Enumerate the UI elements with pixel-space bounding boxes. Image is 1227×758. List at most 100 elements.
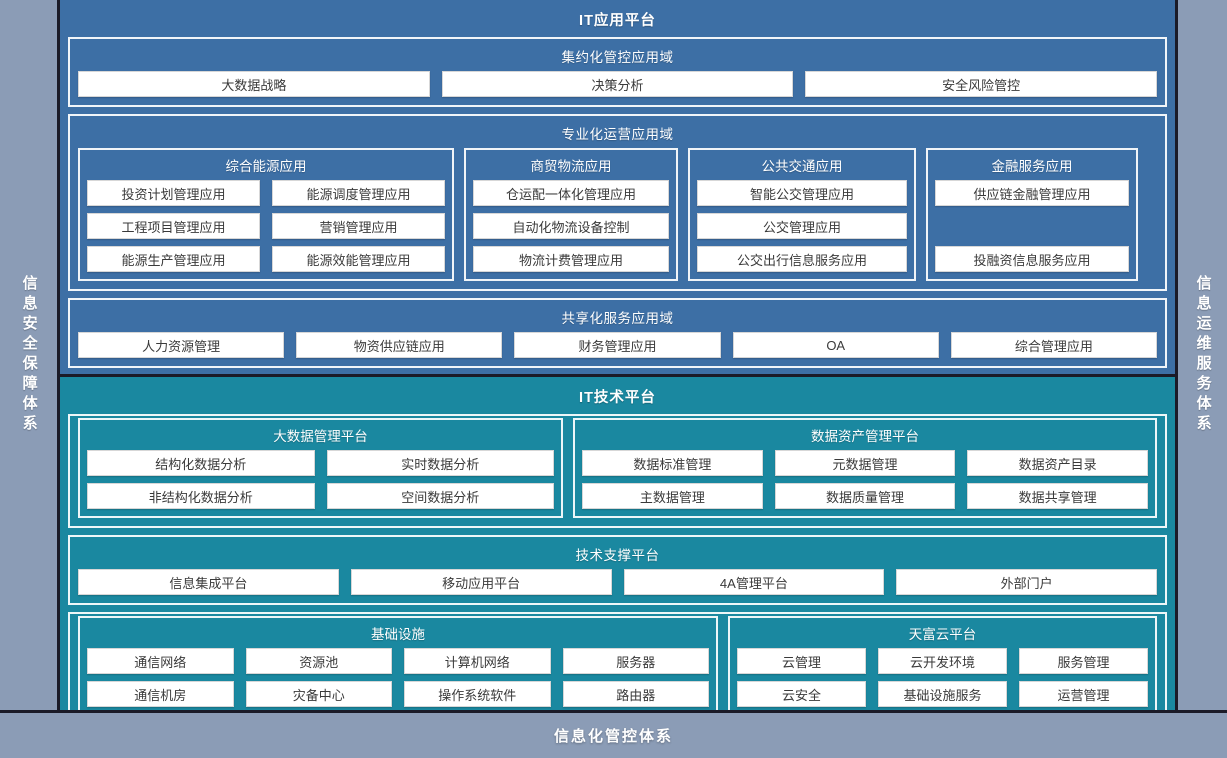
tile-energy-efficiency-management[interactable]: 能源效能管理应用: [272, 246, 445, 272]
tile-unstructured-data-analysis[interactable]: 非结构化数据分析: [87, 483, 315, 509]
group-infrastructure: 基础设施 通信网络 资源池 计算机网络 服务器 通信机房 灾备中心: [78, 616, 718, 716]
bottom-band-informatization-governance: 信息化管控体系: [0, 710, 1227, 758]
group-big-data-platform-title: 大数据管理平台: [273, 429, 368, 444]
right-rail-label: 信息运维服务体系: [1194, 275, 1212, 435]
energy-row-1: 投资计划管理应用 能源调度管理应用: [87, 180, 445, 206]
tile-cloud-security[interactable]: 云安全: [737, 681, 866, 707]
tile-investment-plan-management[interactable]: 投资计划管理应用: [87, 180, 260, 206]
technology-platform-title: IT技术平台: [579, 390, 656, 406]
tile-automated-logistics-equipment-control[interactable]: 自动化物流设备控制: [473, 213, 669, 239]
tile-disaster-recovery-center[interactable]: 灾备中心: [245, 681, 392, 707]
bottom-band-label: 信息化管控体系: [553, 728, 673, 745]
transit-row-3: 公交出行信息服务应用: [697, 246, 907, 272]
tile-big-data-strategy[interactable]: 大数据战略: [78, 71, 430, 97]
group-tianfu-cloud-platform: 天富云平台 云管理 云开发环境 服务管理 云安全 基础设施服务 运营管理: [728, 616, 1157, 716]
specialized-operations-groups: 综合能源应用 投资计划管理应用 能源调度管理应用 工程项目管理应用 营销管理应用: [78, 148, 1157, 281]
it-technology-platform: IT技术平台 大数据管理平台 结构化数据分析 实时数据分析 非结构化数据分析: [60, 374, 1175, 726]
tile-server[interactable]: 服务器: [562, 648, 709, 674]
domain-intensive-management: 集约化管控应用域 大数据战略 决策分析 安全风险管控: [68, 37, 1167, 107]
group-comprehensive-energy: 综合能源应用 投资计划管理应用 能源调度管理应用 工程项目管理应用 营销管理应用: [78, 148, 454, 281]
finance-row-1: 供应链金融管理应用: [935, 180, 1129, 206]
tile-data-standard-management[interactable]: 数据标准管理: [582, 450, 763, 476]
tile-cloud-management[interactable]: 云管理: [737, 648, 866, 674]
tile-integrated-warehouse-transport[interactable]: 仓运配一体化管理应用: [473, 180, 669, 206]
group-tianfu-cloud-platform-title: 天富云平台: [908, 627, 977, 642]
tile-computer-network[interactable]: 计算机网络: [404, 648, 551, 674]
tile-service-management[interactable]: 服务管理: [1019, 648, 1148, 674]
tile-communication-network[interactable]: 通信网络: [87, 648, 234, 674]
tech-row-infrastructure-cloud: 基础设施 通信网络 资源池 计算机网络 服务器 通信机房 灾备中心: [68, 612, 1167, 726]
tile-information-integration-platform[interactable]: 信息集成平台: [78, 569, 339, 595]
tile-oa[interactable]: OA: [732, 332, 939, 358]
tile-data-quality-management[interactable]: 数据质量管理: [774, 483, 956, 509]
tile-communication-room[interactable]: 通信机房: [87, 681, 234, 707]
tile-realtime-data-analysis[interactable]: 实时数据分析: [326, 450, 554, 476]
tile-operation-management[interactable]: 运营管理: [1019, 681, 1148, 707]
tile-integrated-management[interactable]: 综合管理应用: [950, 332, 1158, 358]
tile-structured-data-analysis[interactable]: 结构化数据分析: [87, 450, 315, 476]
left-rail-label: 信息安全保障体系: [20, 275, 38, 435]
data-platform-groups: 大数据管理平台 结构化数据分析 实时数据分析 非结构化数据分析 空间数据分析: [78, 418, 1157, 518]
tile-4a-management-platform[interactable]: 4A管理平台: [623, 569, 885, 595]
cloud-row-2: 云安全 基础设施服务 运营管理: [737, 681, 1148, 707]
tech-row-data-platforms: 大数据管理平台 结构化数据分析 实时数据分析 非结构化数据分析 空间数据分析: [68, 414, 1167, 528]
tile-mobile-application-platform[interactable]: 移动应用平台: [350, 569, 612, 595]
tile-finance-management[interactable]: 财务管理应用: [514, 332, 721, 358]
domain-shared-services: 共享化服务应用域 人力资源管理 物资供应链应用 财务管理应用 OA 综合管理应用: [68, 298, 1167, 368]
finance-row-3: 投融资信息服务应用: [935, 246, 1129, 272]
bigdata-row-1: 结构化数据分析 实时数据分析: [87, 450, 554, 476]
domain-shared-services-title: 共享化服务应用域: [561, 311, 674, 326]
tile-infrastructure-service[interactable]: 基础设施服务: [878, 681, 1007, 707]
tile-bus-management[interactable]: 公交管理应用: [697, 213, 907, 239]
logistics-row-3: 物流计费管理应用: [473, 246, 669, 272]
domain-technical-support-platform: 技术支撑平台 信息集成平台 移动应用平台 4A管理平台 外部门户: [68, 535, 1167, 605]
tile-data-sharing-management[interactable]: 数据共享管理: [967, 483, 1149, 509]
group-infrastructure-title: 基础设施: [371, 627, 425, 642]
tile-data-asset-catalog[interactable]: 数据资产目录: [967, 450, 1149, 476]
tile-human-resource-management[interactable]: 人力资源管理: [78, 332, 285, 358]
tile-bus-travel-information-service[interactable]: 公交出行信息服务应用: [697, 246, 907, 272]
tile-energy-production-management[interactable]: 能源生产管理应用: [87, 246, 260, 272]
group-trade-logistics-title: 商贸物流应用: [530, 159, 612, 174]
tile-material-supply-chain[interactable]: 物资供应链应用: [296, 332, 503, 358]
tile-security-risk-control[interactable]: 安全风险管控: [805, 71, 1158, 97]
tile-decision-analysis[interactable]: 决策分析: [441, 71, 794, 97]
asset-row-1: 数据标准管理 元数据管理 数据资产目录: [582, 450, 1149, 476]
platform-stage: IT应用平台 集约化管控应用域 大数据战略 决策分析 安全风险管控 专业化运营应…: [60, 0, 1175, 726]
tile-empty-placeholder: [935, 213, 1129, 239]
tile-operating-system-software[interactable]: 操作系统软件: [404, 681, 551, 707]
domain-intensive-management-title: 集约化管控应用域: [561, 50, 674, 65]
tile-cloud-development-environment[interactable]: 云开发环境: [878, 648, 1007, 674]
cloud-row-1: 云管理 云开发环境 服务管理: [737, 648, 1148, 674]
logistics-row-2: 自动化物流设备控制: [473, 213, 669, 239]
left-rail-information-security: 信息安全保障体系: [0, 0, 60, 710]
tile-master-data-management[interactable]: 主数据管理: [582, 483, 763, 509]
tile-marketing-management[interactable]: 营销管理应用: [272, 213, 445, 239]
domain-intensive-management-tiles: 大数据战略 决策分析 安全风险管控: [78, 71, 1158, 97]
infra-row-2: 通信机房 灾备中心 操作系统软件 路由器: [87, 681, 709, 707]
application-platform-title: IT应用平台: [579, 13, 656, 29]
tile-supply-chain-finance-management[interactable]: 供应链金融管理应用: [935, 180, 1129, 206]
technical-support-tiles: 信息集成平台 移动应用平台 4A管理平台 外部门户: [78, 569, 1157, 595]
right-rail-it-operations: 信息运维服务体系: [1175, 0, 1227, 710]
group-trade-logistics: 商贸物流应用 仓运配一体化管理应用 自动化物流设备控制 物流计费管理应用: [464, 148, 678, 281]
tile-energy-dispatch-management[interactable]: 能源调度管理应用: [272, 180, 445, 206]
tile-investment-financing-information-service[interactable]: 投融资信息服务应用: [935, 246, 1129, 272]
tile-metadata-management[interactable]: 元数据管理: [774, 450, 956, 476]
tile-logistics-billing-management[interactable]: 物流计费管理应用: [473, 246, 669, 272]
tile-router[interactable]: 路由器: [562, 681, 709, 707]
tile-external-portal[interactable]: 外部门户: [896, 569, 1157, 595]
domain-technical-support-platform-title: 技术支撑平台: [575, 548, 660, 563]
infrastructure-cloud-groups: 基础设施 通信网络 资源池 计算机网络 服务器 通信机房 灾备中心: [78, 616, 1157, 716]
domain-specialized-operations: 专业化运营应用域 综合能源应用 投资计划管理应用 能源调度管理应用 工程项目管理…: [68, 114, 1167, 291]
bigdata-row-2: 非结构化数据分析 空间数据分析: [87, 483, 554, 509]
it-application-platform: IT应用平台 集约化管控应用域 大数据战略 决策分析 安全风险管控 专业化运营应…: [60, 0, 1175, 374]
group-public-transit: 公共交通应用 智能公交管理应用 公交管理应用 公交出行信息服务应用: [688, 148, 916, 281]
tile-spatial-data-analysis[interactable]: 空间数据分析: [326, 483, 554, 509]
asset-row-2: 主数据管理 数据质量管理 数据共享管理: [582, 483, 1149, 509]
tile-engineering-project-management[interactable]: 工程项目管理应用: [87, 213, 260, 239]
tile-smart-bus-management[interactable]: 智能公交管理应用: [697, 180, 907, 206]
tile-resource-pool[interactable]: 资源池: [245, 648, 392, 674]
energy-row-2: 工程项目管理应用 营销管理应用: [87, 213, 445, 239]
group-public-transit-title: 公共交通应用: [761, 159, 843, 174]
